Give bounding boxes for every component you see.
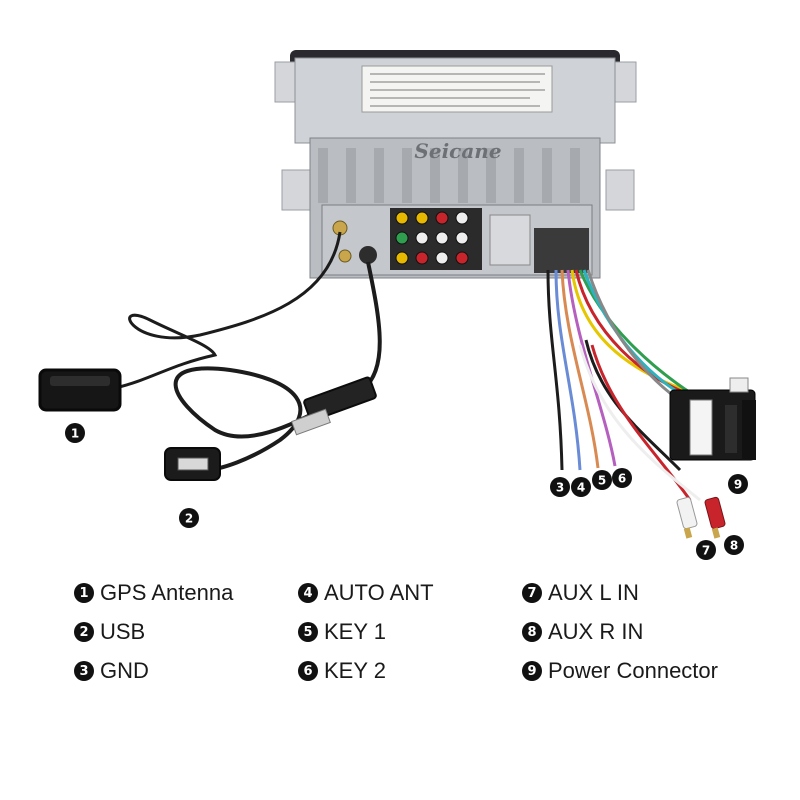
legend-item-gps-antenna: 1 GPS Antenna [74,579,233,607]
svg-text:1: 1 [71,427,79,441]
brand-logo: Seicane [414,139,501,163]
legend-label: AUTO ANT [324,580,434,605]
legend-number: 3 [74,661,94,681]
power-harness [546,269,716,502]
callout-3: 3 [550,477,570,497]
svg-text:4: 4 [577,481,585,495]
legend-item-aux-l-in: 7 AUX L IN [522,579,639,607]
legend-label: GPS Antenna [100,580,234,605]
head-unit: Seicane [274,50,637,279]
legend-item-key-2: 6 KEY 2 [298,657,386,685]
legend-number: 6 [298,661,318,681]
legend-label: USB [100,619,146,644]
svg-text:7: 7 [702,544,710,558]
legend-item-key-1: 5 KEY 1 [298,618,386,646]
svg-text:6: 6 [618,472,626,486]
legend-number: 1 [74,583,94,603]
legend-item-usb: 2 USB [74,618,145,646]
svg-text:8: 8 [730,539,738,553]
legend-number: 5 [298,622,318,642]
svg-text:5: 5 [598,474,606,488]
legend-label: Power Connector [548,658,718,683]
wiring-diagram: Seicane [38,50,756,560]
svg-text:3: 3 [556,481,564,495]
svg-text:9: 9 [734,478,742,492]
legend-item-gnd: 3 GND [74,657,149,685]
aux-rca-plugs [676,496,726,539]
legend-item-power-connector: 9 Power Connector [522,657,718,685]
power-connector [669,377,756,461]
legend-label: KEY 2 [324,658,386,683]
legend-item-auto-ant: 4 AUTO ANT [298,579,434,607]
callout-5: 5 [592,470,612,490]
spec-label [361,65,553,113]
legend-label: GND [100,658,149,683]
legend-item-aux-r-in: 8 AUX R IN [522,618,643,646]
legend-number: 2 [74,622,94,642]
callout-9: 9 [728,474,748,494]
legend-label: KEY 1 [324,619,386,644]
legend-number: 8 [522,622,542,642]
callout-1: 1 [65,423,85,443]
callout-8: 8 [724,535,744,555]
svg-text:2: 2 [185,512,193,526]
legend-label: AUX L IN [548,580,639,605]
legend-number: 7 [522,583,542,603]
legend: 1 GPS Antenna 2 USB 3 GND 4 AUTO ANT 5 K… [0,575,800,695]
legend-number: 4 [298,583,318,603]
gps-antenna [38,231,342,412]
legend-number: 9 [522,661,542,681]
callout-4: 4 [571,477,591,497]
rca-panel [390,208,482,270]
callout-6: 6 [612,468,632,488]
usb-cable [164,261,382,481]
legend-label: AUX R IN [548,619,644,644]
callout-2: 2 [179,508,199,528]
callout-7: 7 [696,540,716,560]
